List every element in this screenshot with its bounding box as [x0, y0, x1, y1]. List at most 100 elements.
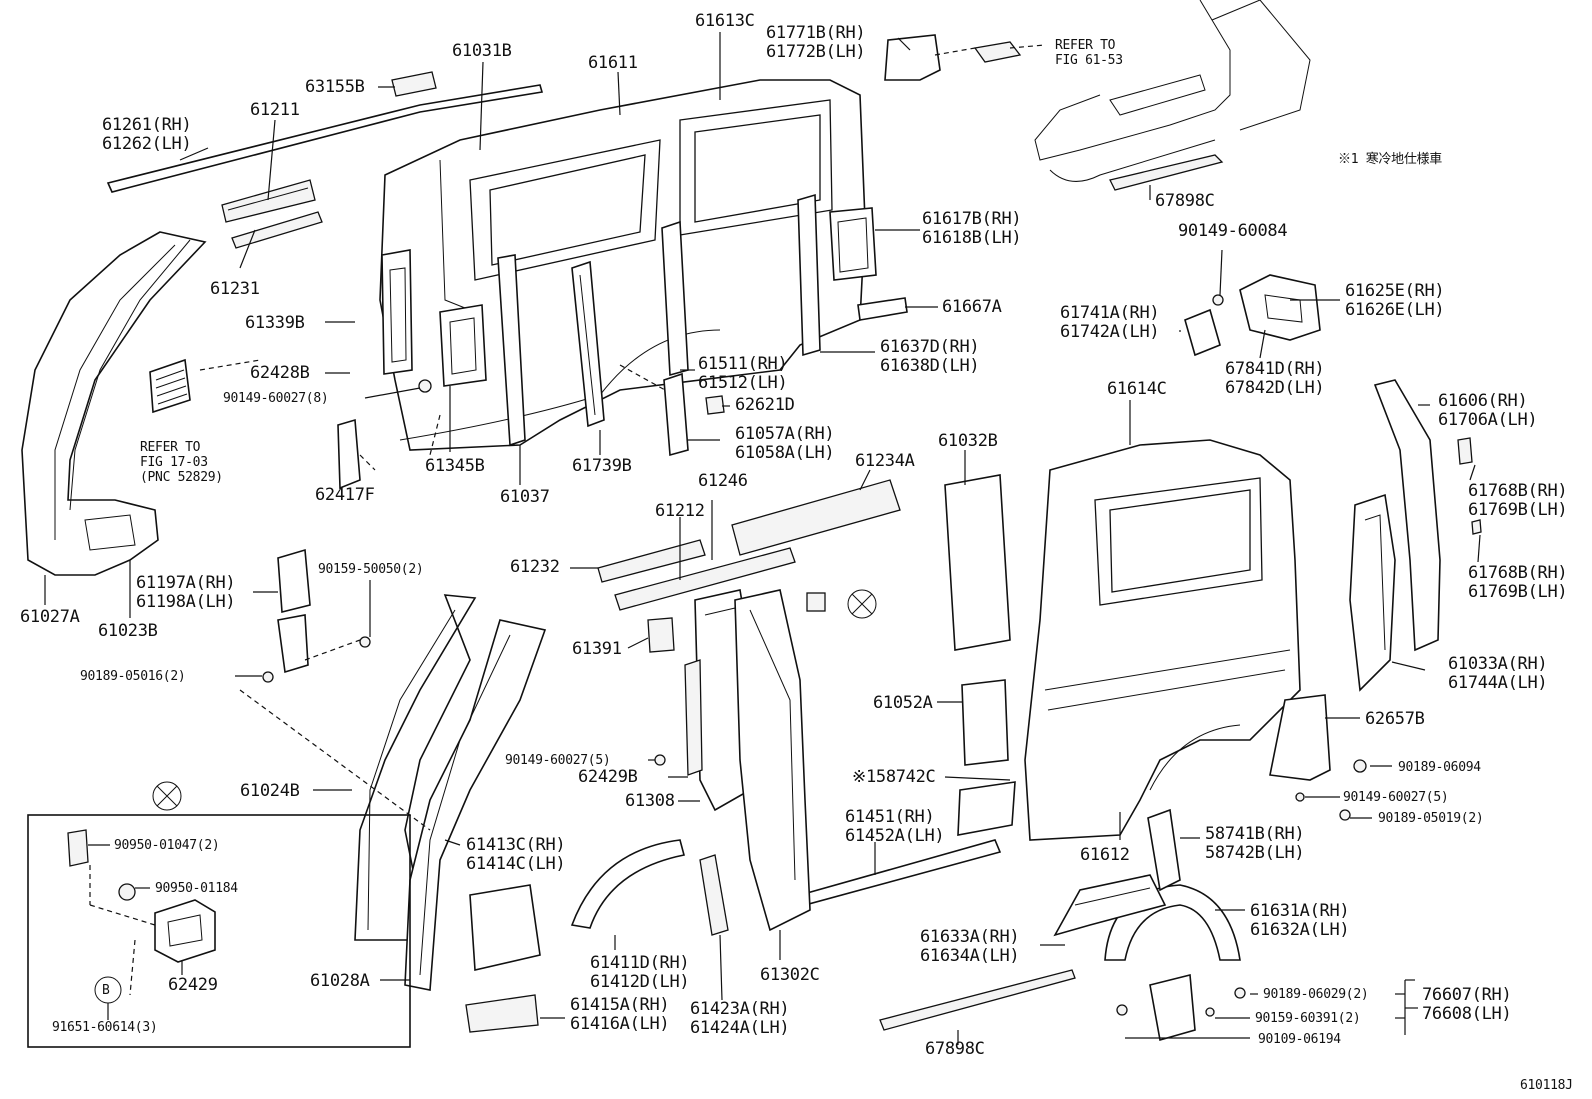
part-61232 — [597, 539, 796, 611]
label-61211: 61211 — [250, 100, 300, 120]
part-61234A — [731, 479, 901, 556]
label-61028A: 61028A — [310, 971, 370, 991]
label-61052A: 61052A — [873, 693, 933, 713]
side-panel-upper — [379, 79, 866, 451]
label-63155B: 63155B — [305, 77, 365, 97]
label-61027A: 61027A — [20, 607, 80, 627]
label-61231: 61231 — [210, 279, 260, 299]
label-61741A: 61741A(RH) 61742A(LH) — [1060, 303, 1160, 342]
part-61739B — [571, 260, 605, 428]
roof-drip-rail — [106, 84, 544, 193]
label-61614C: 61614C — [1107, 379, 1167, 399]
label-67841D: 67841D(RH) 67842D(LH) — [1225, 359, 1325, 398]
part-61771B — [884, 34, 1022, 81]
part-61423A — [699, 854, 729, 936]
label-90159-60391: 90159-60391(2) — [1255, 1011, 1361, 1026]
label-90189-05019: 90189-05019(2) — [1378, 811, 1484, 826]
label-61413C: 61413C(RH) 61414C(LH) — [466, 835, 566, 874]
label-58741B: 58741B(RH) 58742B(LH) — [1205, 824, 1305, 863]
cross-marker-1 — [847, 589, 877, 619]
cross-marker-2 — [152, 781, 182, 811]
label-90189-05016: 90189-05016(2) — [80, 669, 186, 684]
part-61768B — [1457, 437, 1482, 535]
part-61345B — [439, 304, 487, 387]
part-61637D — [797, 193, 821, 357]
side-panel-lower-rear — [1024, 439, 1301, 841]
label-61667A: 61667A — [942, 297, 1002, 317]
label-refer-61-53: REFER TO FIG 61-53 — [1055, 38, 1123, 68]
label-62429B: 62429B — [578, 767, 638, 787]
label-62429: 62429 — [168, 975, 218, 995]
part-61633A — [1053, 874, 1167, 937]
label-61032B: 61032B — [938, 431, 998, 451]
label-61633A: 61633A(RH) 61634A(LH) — [920, 927, 1020, 966]
label-61411D: 61411D(RH) 61412D(LH) — [590, 953, 690, 992]
label-61451: 61451(RH) 61452A(LH) — [845, 807, 945, 846]
part-61391 — [647, 617, 675, 653]
part-61411D — [570, 839, 685, 929]
label-62417F: 62417F — [315, 485, 375, 505]
label-61261: 61261(RH) 61262(LH) — [102, 115, 192, 154]
part-62429B — [684, 659, 703, 776]
label-61345B: 61345B — [425, 456, 485, 476]
part-76607 — [1149, 973, 1196, 1042]
part-61625E — [1239, 274, 1321, 341]
label-67898C-top: 67898C — [1155, 191, 1215, 211]
label-90950-01047: 90950-01047(2) — [114, 838, 220, 853]
label-61625E: 61625E(RH) 61626E(LH) — [1345, 281, 1445, 320]
label-90109-06194: 90109-06194 — [1258, 1032, 1341, 1047]
label-61637D: 61637D(RH) 61638D(LH) — [880, 337, 980, 376]
label-61212: 61212 — [655, 501, 705, 521]
label-61024B: 61024B — [240, 781, 300, 801]
label-61739B: 61739B — [572, 456, 632, 476]
label-61617B: 61617B(RH) 61618B(LH) — [922, 209, 1022, 248]
part-67898C-bottom — [879, 969, 1076, 1031]
label-90189-06029: 90189-06029(2) — [1263, 987, 1369, 1002]
part-61052A — [961, 679, 1009, 766]
label-61511: 61511(RH) 61512(LH) — [698, 354, 788, 393]
part-61037 — [497, 254, 526, 447]
label-61631A: 61631A(RH) 61632A(LH) — [1250, 901, 1350, 940]
part-61197A — [277, 548, 311, 674]
inset-box — [27, 814, 411, 1048]
label-90159-50050: 90159-50050(2) — [318, 562, 424, 577]
label-61339B: 61339B — [245, 313, 305, 333]
label-76607: 76607(RH) 76608(LH) — [1422, 985, 1512, 1024]
label-61308: 61308 — [625, 791, 675, 811]
label-61232: 61232 — [510, 557, 560, 577]
diagram-code: 610118J — [1520, 1078, 1573, 1093]
label-61606: 61606(RH) 61706A(LH) — [1438, 391, 1538, 430]
part-61415A — [465, 884, 541, 1033]
front-pillar — [21, 231, 207, 576]
part-61024B — [354, 594, 477, 941]
label-61771B: 61771B(RH) 61772B(LH) — [766, 23, 866, 62]
label-circle-b: B — [102, 983, 110, 998]
label-refer-17-03: REFER TO FIG 17-03 (PNC 52829) — [140, 440, 223, 485]
part-58742C — [957, 781, 1016, 836]
label-61613C: 61613C — [695, 11, 755, 31]
label-62428B: 62428B — [250, 363, 310, 383]
leader-lines — [44, 32, 1481, 1045]
label-90149-60027-8: 90149-60027(8) — [223, 391, 329, 406]
label-61033A: 61033A(RH) 61744A(LH) — [1448, 654, 1548, 693]
label-61246: 61246 — [698, 471, 748, 491]
label-note-1: ※1 寒冷地仕様車 — [1338, 152, 1442, 167]
part-62621D — [705, 395, 725, 415]
van-outline — [1034, 0, 1311, 182]
part-61606 — [1373, 379, 1441, 652]
label-61057A: 61057A(RH) 61058A(LH) — [735, 424, 835, 463]
label-61768B-2: 61768B(RH) 61769B(LH) — [1468, 563, 1568, 602]
part-61033A — [1349, 493, 1396, 692]
part-61339B — [381, 249, 413, 375]
label-61031B: 61031B — [452, 41, 512, 61]
part-62657B — [1269, 694, 1331, 781]
label-91651-60614: 91651-60614(3) — [52, 1020, 158, 1035]
label-90149-60027-5a: 90149-60027(5) — [505, 753, 611, 768]
fasteners — [262, 294, 1367, 1017]
label-61197A: 61197A(RH) 61198A(LH) — [136, 573, 236, 612]
label-61423A: 61423A(RH) 61424A(LH) — [690, 999, 790, 1038]
label-67898C-bottom: 67898C — [925, 1039, 985, 1059]
label-61037: 61037 — [500, 487, 550, 507]
